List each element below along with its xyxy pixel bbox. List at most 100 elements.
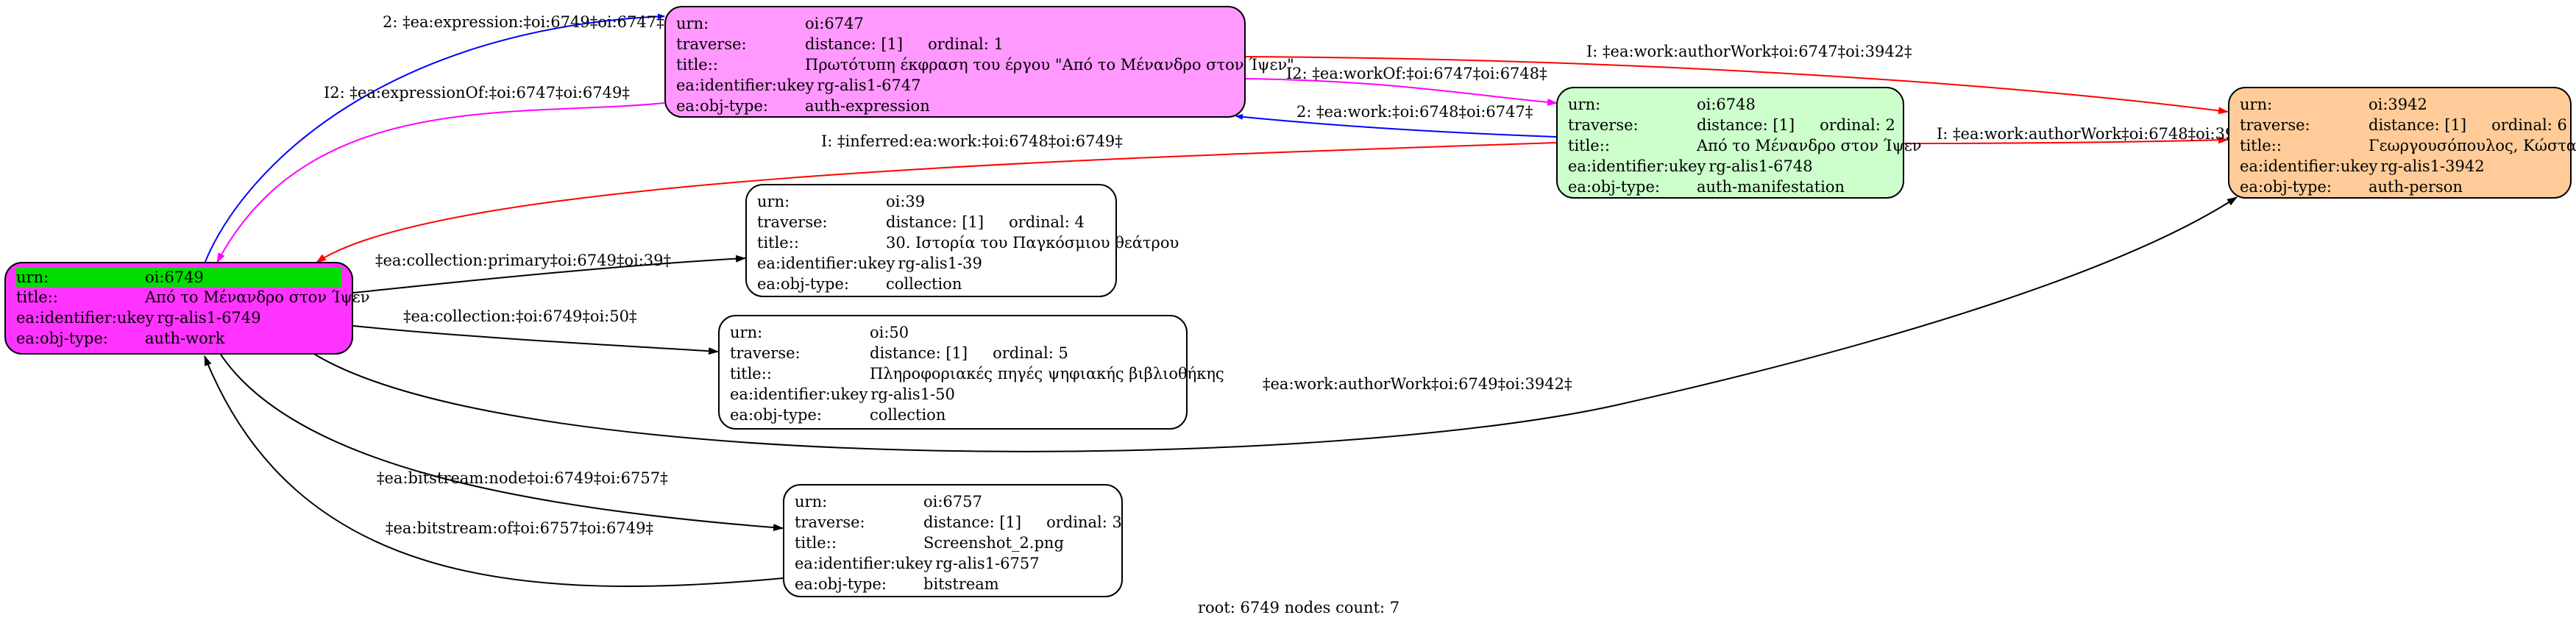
- ordinal-value: ordinal: 1: [928, 35, 1004, 53]
- ukey-key: ea:identifier:ukey: [1568, 157, 1706, 175]
- type-key: ea:obj-type:: [795, 575, 887, 593]
- type-value: auth-work: [145, 330, 225, 347]
- urn-value: oi:6748: [1697, 96, 1756, 113]
- distance-value: distance: [1]: [2369, 116, 2467, 134]
- type-value: collection: [886, 275, 962, 293]
- ukey-key: ea:identifier:ukey: [730, 385, 868, 403]
- graph-footer: root: 6749 nodes count: 7: [1198, 599, 1400, 616]
- type-key: ea:obj-type:: [676, 97, 768, 115]
- title-key: title::: [757, 234, 799, 252]
- ordinal-value: ordinal: 6: [2491, 116, 2567, 134]
- node-oi3942[interactable]: urn: oi:3942 traverse: distance: [1] ordina…: [2228, 87, 2576, 199]
- urn-key: urn:: [16, 268, 49, 286]
- distance-value: distance: [1]: [923, 513, 1022, 531]
- traverse-key: traverse:: [1568, 116, 1639, 134]
- edge-label-work-6748: 2: ‡ea:work:‡oi:6748‡oi:6747‡: [1296, 103, 1533, 121]
- type-value: collection: [870, 406, 946, 424]
- title-value: Γεωργουσόπουλος, Κώστας: [2369, 137, 2576, 154]
- distance-value: distance: [1]: [886, 213, 984, 231]
- title-key: title::: [795, 534, 837, 552]
- ordinal-value: ordinal: 2: [1820, 116, 1895, 134]
- ukey-value: rg-alis1-50: [870, 385, 955, 403]
- node-oi6747[interactable]: urn:oi:6747 traverse:distance: [1]ordina…: [664, 6, 1294, 118]
- urn-key: urn:: [1568, 96, 1601, 113]
- node-oi6748[interactable]: urn: oi:6748 traverse: distance: [1] ordina…: [1556, 87, 1922, 199]
- title-value: 30. Ιστορία του Παγκόσμιου θεάτρου: [886, 234, 1179, 252]
- traverse-key: traverse:: [2240, 116, 2310, 134]
- title-key: title::: [1568, 137, 1610, 154]
- traverse-key: traverse:: [757, 213, 828, 231]
- ukey-key: ea:identifier:ukey: [2240, 157, 2378, 175]
- edge-author-work-6748: [1903, 136, 2229, 144]
- urn-value: oi:6749: [145, 268, 204, 286]
- urn-key: urn:: [730, 324, 763, 341]
- type-key: ea:obj-type:: [16, 330, 108, 347]
- ukey-value: rg-alis1-6747: [817, 77, 921, 94]
- edge-label-inferred-work: I: ‡inferred:ea:work:‡oi:6748‡oi:6749‡: [821, 132, 1123, 150]
- ukey-key: ea:identifier:ukey: [676, 77, 815, 94]
- urn-value: oi:50: [870, 324, 909, 341]
- title-value: Από το Μένανδρο στον Ίψεν: [1697, 137, 1922, 154]
- node-oi39[interactable]: urn: oi:39 traverse: distance: [1] ordinal:…: [745, 184, 1179, 297]
- type-key: ea:obj-type:: [2240, 178, 2332, 196]
- ukey-key: ea:identifier:ukey: [757, 255, 895, 272]
- type-value: auth-person: [2369, 178, 2463, 196]
- node-oi6749-root[interactable]: urn: oi:6749 title::Από το Μένανδρο στον …: [4, 262, 370, 355]
- ordinal-value: ordinal: 3: [1046, 513, 1122, 531]
- ukey-value: rg-alis1-6757: [935, 555, 1040, 572]
- edge-author-work-6749: [312, 196, 2238, 452]
- edge-inferred-work: [316, 142, 1557, 263]
- edge-collection: [352, 325, 719, 355]
- edge-work-6748: [1235, 113, 1557, 138]
- urn-value: oi:39: [886, 193, 926, 210]
- edge-label-work-of: I2: ‡ea:workOf:‡oi:6747‡oi:6748‡: [1286, 65, 1547, 82]
- edge-label-collection-primary: ‡ea:collection:primary‡oi:6749‡oi:39‡: [375, 252, 672, 269]
- distance-value: distance: [1]: [870, 344, 968, 362]
- type-key: ea:obj-type:: [1568, 178, 1660, 196]
- urn-key: urn:: [676, 15, 709, 32]
- distance-value: distance: [1]: [1697, 116, 1795, 134]
- traverse-key: traverse:: [730, 344, 801, 362]
- title-key: title::: [676, 56, 718, 74]
- edge-author-work-6747: [1245, 56, 2229, 115]
- edge-label-author-work-6749: ‡ea:work:authorWork‡oi:6749‡oi:3942‡: [1263, 375, 1572, 393]
- urn-value: oi:6757: [923, 493, 982, 511]
- ordinal-value: ordinal: 5: [993, 344, 1068, 362]
- edge-work-of: [1245, 78, 1558, 106]
- node-oi50[interactable]: urn: oi:50 traverse: distance: [1] ordinal:…: [718, 315, 1224, 430]
- edge-bitstream-node: [220, 354, 784, 531]
- type-value: auth-expression: [805, 97, 930, 115]
- urn-value: oi:3942: [2369, 96, 2427, 113]
- ordinal-value: ordinal: 4: [1009, 213, 1085, 231]
- title-value: Screenshot_2.png: [923, 534, 1064, 552]
- distance-value: distance: [1]: [805, 35, 904, 53]
- type-value: bitstream: [923, 575, 999, 593]
- node-oi6757[interactable]: urn:oi:6757 traverse:distance: [1]ordina…: [783, 484, 1123, 597]
- ukey-value: rg-alis1-3942: [2380, 157, 2485, 175]
- ukey-value: rg-alis1-6749: [157, 309, 261, 327]
- edge-label-collection: ‡ea:collection:‡oi:6749‡oi:50‡: [403, 307, 637, 325]
- urn-key: urn:: [757, 193, 790, 210]
- type-key: ea:obj-type:: [730, 406, 822, 424]
- ukey-value: rg-alis1-6748: [1709, 157, 1813, 175]
- edge-label-expression: 2: ‡ea:expression:‡oi:6749‡oi:6747‡: [383, 13, 664, 31]
- urn-key: urn:: [2240, 96, 2273, 113]
- edge-label-author-work-6748: I: ‡ea:work:authorWork‡oi:6748‡oi:3942‡: [1937, 125, 2263, 143]
- edge-label-bitstream-of: ‡ea:bitstream:of‡oi:6757‡oi:6749‡: [386, 519, 653, 537]
- edge-collection-primary: [352, 255, 746, 294]
- type-value: auth-manifestation: [1697, 178, 1845, 196]
- traverse-key: traverse:: [795, 513, 865, 531]
- ukey-value: rg-alis1-39: [898, 255, 982, 272]
- title-key: title::: [730, 365, 772, 383]
- title-value: Από το Μένανδρο στον Ίψεν: [145, 288, 370, 306]
- urn-value: oi:6747: [805, 15, 864, 32]
- title-key: title::: [16, 288, 58, 306]
- title-value: Πρωτότυπη έκφραση του έργου "Από το Μένα…: [805, 56, 1294, 74]
- ukey-key: ea:identifier:ukey: [16, 309, 155, 327]
- edge-bitstream-of: [204, 355, 784, 587]
- edge-label-author-work-6747: I: ‡ea:work:authorWork‡oi:6747‡oi:3942‡: [1586, 43, 1912, 60]
- ukey-key: ea:identifier:ukey: [795, 555, 933, 572]
- edge-expression-of: [216, 102, 665, 263]
- title-value: Πληροφοριακές πηγές ψηφιακής βιβλιοθήκης: [870, 365, 1224, 383]
